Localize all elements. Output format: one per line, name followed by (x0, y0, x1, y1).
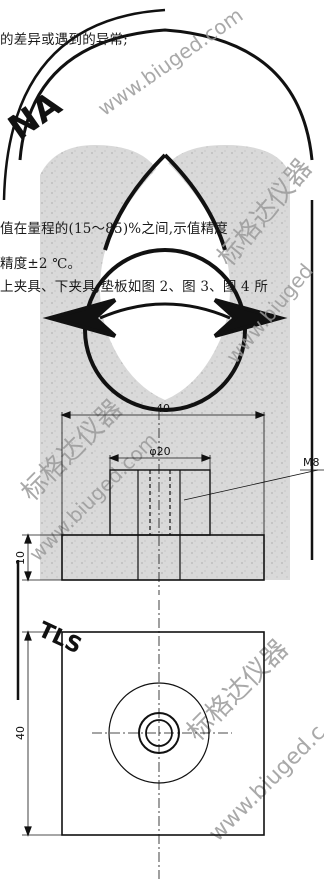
text-line-4: 上夹具、下夹具,垫板如图 2、图 3、图 4 所 (0, 279, 269, 295)
svg-text:40: 40 (14, 726, 27, 740)
emblem-ring (2, 8, 314, 700)
upper-stem (109, 469, 211, 536)
svg-text:M8: M8 (303, 456, 320, 469)
base-plate (61, 534, 265, 581)
svg-text:40: 40 (156, 402, 170, 415)
dim-40-side: 40 (14, 726, 27, 740)
svg-text:φ20: φ20 (149, 445, 170, 458)
dim-phi20: φ20 (149, 445, 170, 458)
dim-m8: M8 (303, 456, 320, 469)
dim-10: 10 (14, 551, 27, 565)
emblem-spade (42, 153, 288, 412)
text-line-2: 值在量程的(15～85)%之间,示值精度 (0, 221, 229, 237)
svg-text:10: 10 (14, 551, 27, 565)
text-line-3: 精度±2 ℃。 (0, 256, 82, 272)
top-view-square (61, 631, 265, 836)
text-line-1: 的差异或遇到的异常; (0, 32, 129, 48)
dim-40-width: 40 (156, 402, 170, 415)
